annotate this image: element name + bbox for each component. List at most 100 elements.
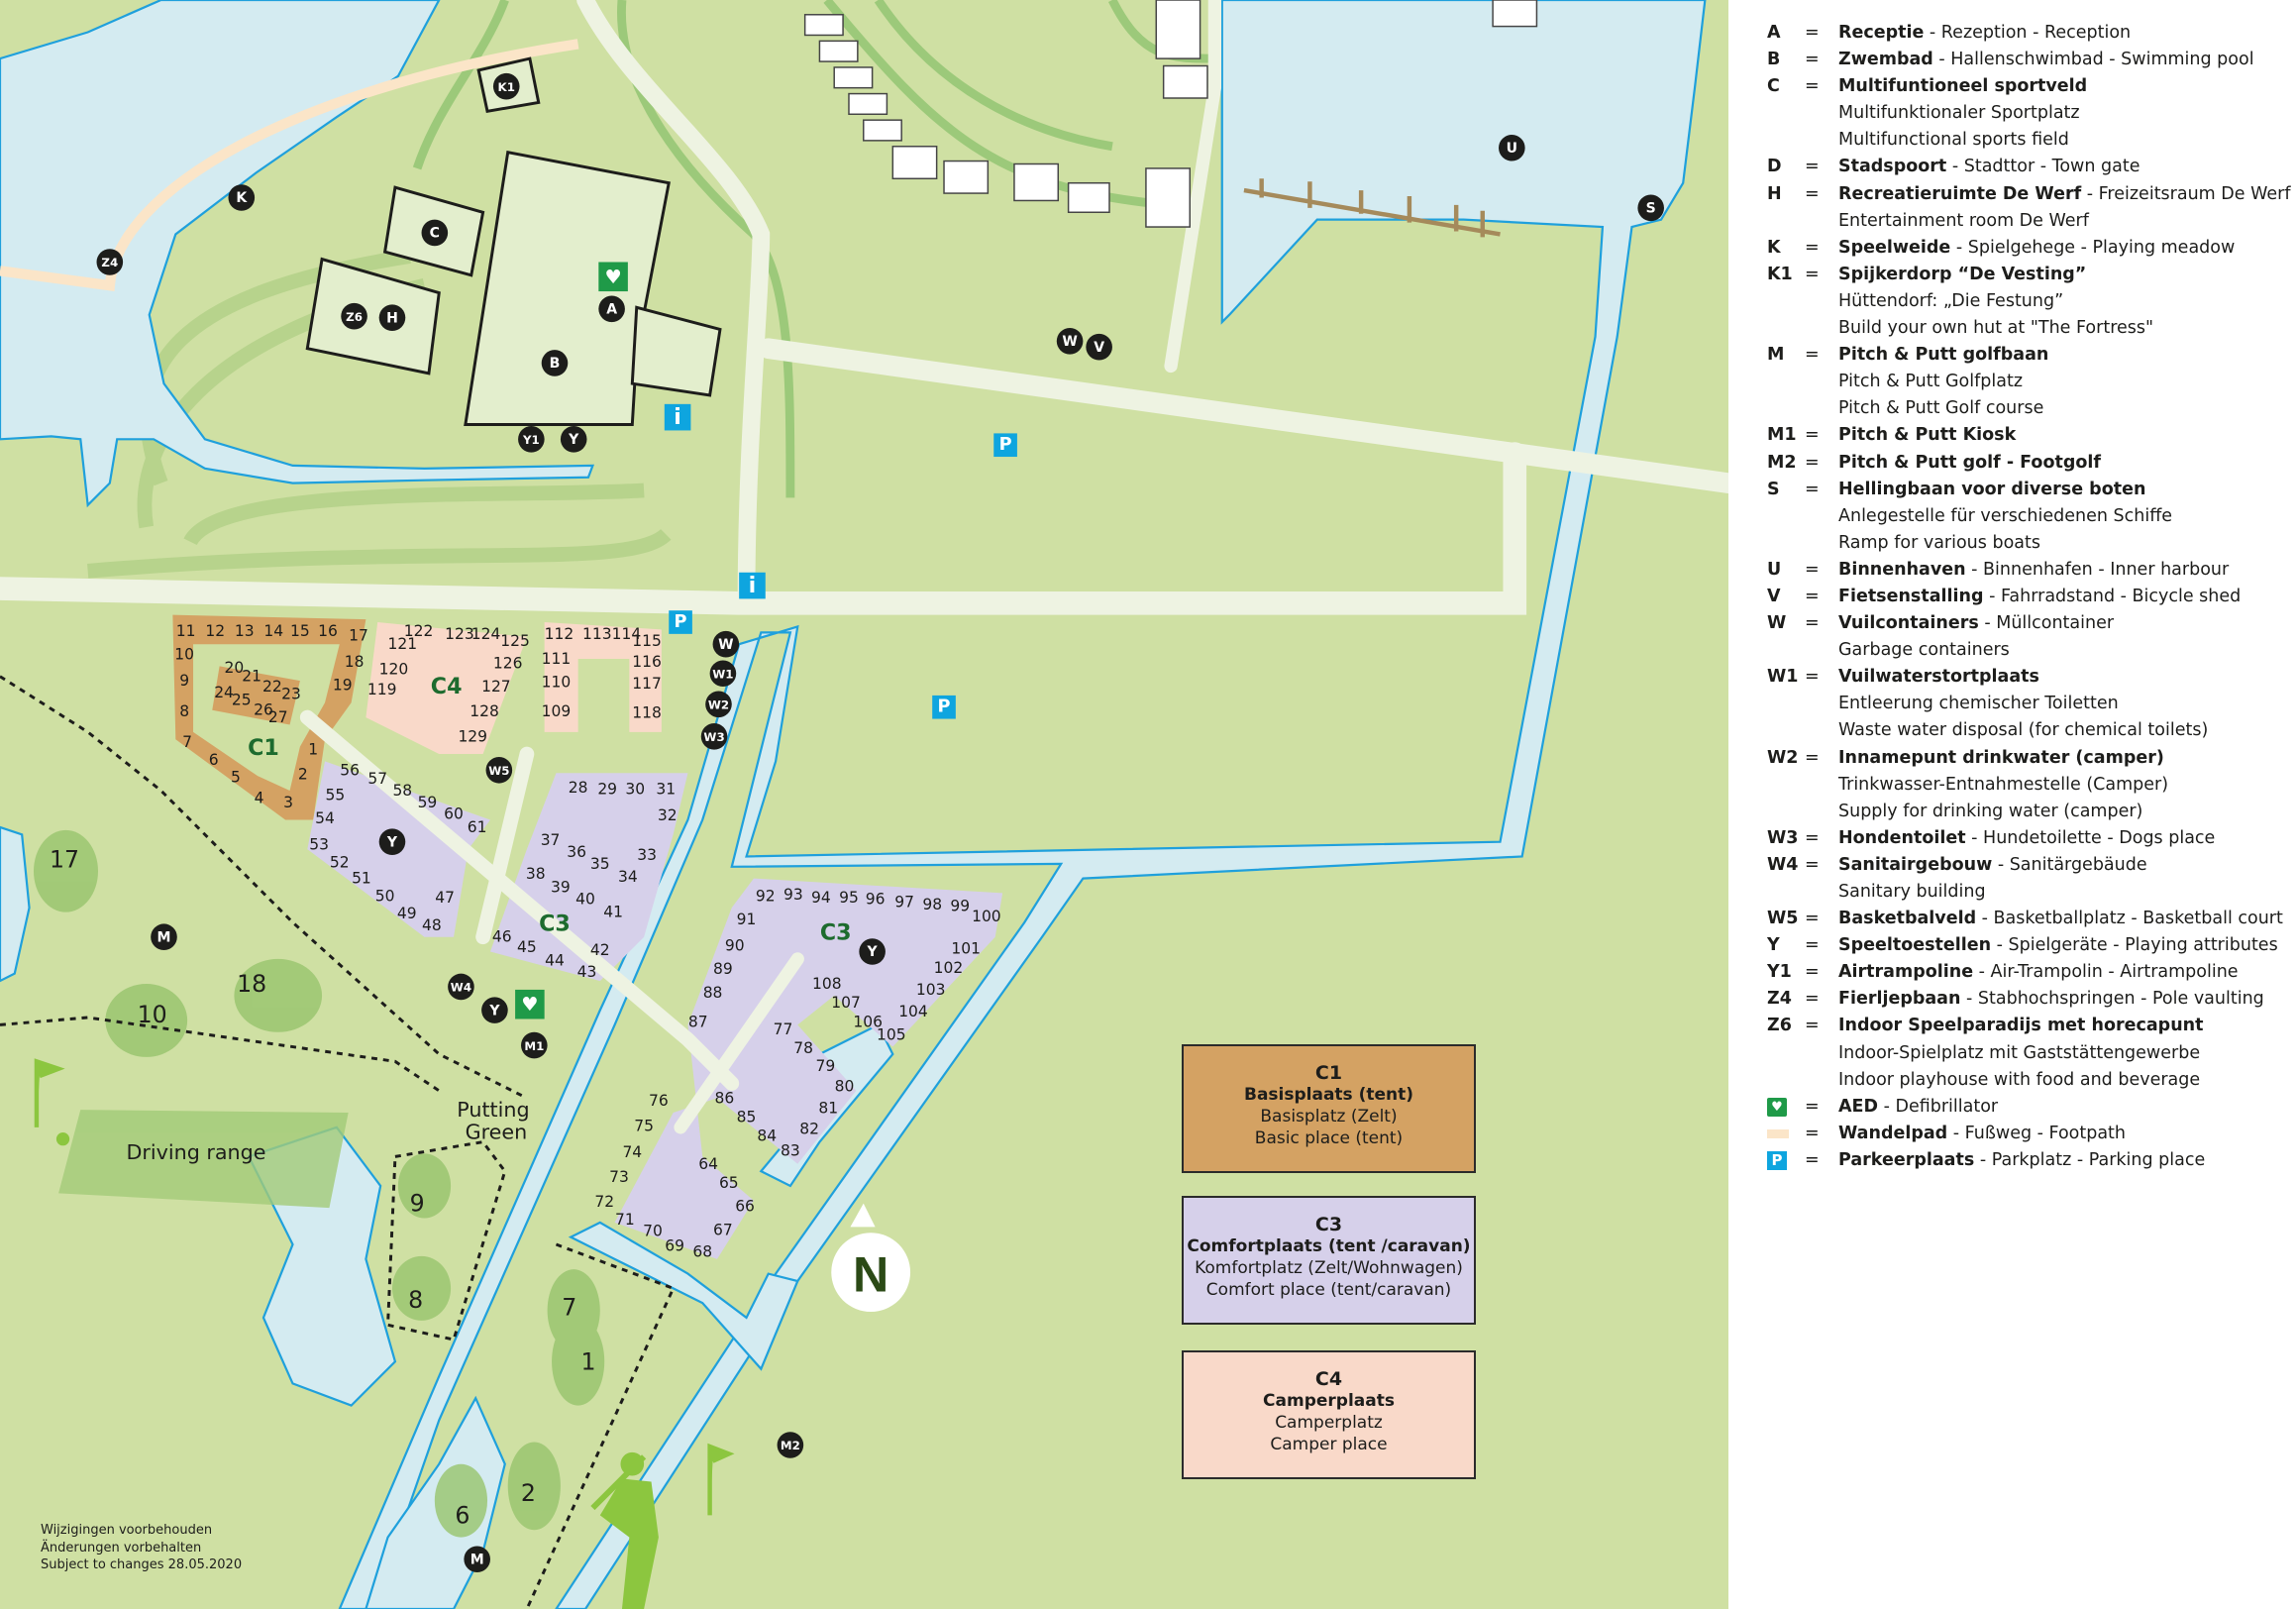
golf-hole-number: 17	[50, 845, 79, 873]
c3-east-area	[614, 878, 1003, 1259]
facility-marker[interactable]	[151, 923, 177, 951]
golf-hole-number: 2	[521, 1479, 536, 1507]
legend-equals: =	[1805, 586, 1820, 606]
legend-translation: Trinkwasser-Entnahmestelle (Camper)	[1838, 774, 2169, 795]
parking-icon[interactable]	[993, 433, 1017, 458]
legend-equals: =	[1805, 667, 1820, 688]
pitch-number: 19	[333, 677, 353, 695]
legend-term: Hondentoilet	[1838, 827, 1966, 848]
legend-translation: - Hundetoilette - Dogs place	[1965, 827, 2216, 848]
facility-marker[interactable]	[378, 828, 406, 855]
legend-row: Z6=Indoor Speelparadijs met horecapunt	[1767, 1013, 2282, 1039]
parking-icon[interactable]	[932, 695, 956, 719]
legend-translation: Garbage containers	[1838, 640, 2010, 661]
aed-icon[interactable]	[598, 262, 628, 292]
legend-row: Multifunctional sports field	[1767, 127, 2282, 154]
legend-text: Indoor Speelparadijs met horecapunt	[1838, 1013, 2203, 1039]
legend-text: Parkeerplaats - Parkplatz - Parking plac…	[1838, 1147, 2205, 1174]
legend-text: Wandelpad - Fußweg - Footpath	[1838, 1121, 2126, 1147]
facility-marker[interactable]	[521, 1031, 548, 1059]
pitch-number: 114	[612, 625, 642, 643]
legend-row: Y1=Airtrampoline - Air-Trampolin - Airtr…	[1767, 959, 2282, 986]
pitch-number: 105	[877, 1026, 906, 1044]
pitch-number: 71	[615, 1211, 635, 1229]
facility-marker[interactable]	[859, 938, 886, 965]
zone-en: Basic place (tent)	[1254, 1128, 1404, 1148]
legend-row: Anlegestelle für verschiedenen Schiffe	[1767, 503, 2282, 530]
parking-icon[interactable]	[669, 610, 692, 634]
legend-translation: - Defibrillator	[1878, 1096, 1999, 1117]
info-icon[interactable]	[739, 572, 766, 599]
info-icon[interactable]	[664, 403, 691, 431]
pitch-number: 8	[179, 702, 189, 720]
facility-marker[interactable]	[1637, 194, 1664, 222]
legend-text: Build your own hut at "The Fortress"	[1838, 315, 2153, 342]
legend-row: D=Stadspoort - Stadttor - Town gate	[1767, 154, 2282, 180]
facility-marker[interactable]	[96, 249, 124, 275]
pitch-number: 78	[793, 1039, 813, 1057]
facility-marker[interactable]	[777, 1432, 804, 1458]
facility-marker[interactable]	[448, 973, 474, 1001]
facility-marker[interactable]	[1499, 134, 1525, 161]
legend-translation: - Hallenschwimbad - Swimming pool	[1932, 50, 2254, 70]
legend-term: Zwembad	[1838, 50, 1933, 70]
pitch-number: 64	[698, 1155, 718, 1173]
pitch-number: 2	[298, 766, 308, 784]
pitch-number: 61	[468, 818, 487, 836]
facility-marker[interactable]	[1056, 328, 1084, 355]
facility-marker[interactable]	[485, 756, 513, 784]
facility-marker[interactable]	[492, 72, 520, 100]
pitch-areas	[172, 614, 1003, 1259]
facility-marker[interactable]	[705, 691, 732, 718]
pitch-number: 98	[922, 896, 942, 913]
pitch-number: 48	[422, 916, 442, 934]
parking-icon-label: P	[999, 435, 1012, 455]
pitch-number: 82	[799, 1120, 819, 1137]
legend-translation: - Parkplatz - Parking place	[1974, 1149, 2206, 1170]
facility-marker[interactable]	[598, 295, 625, 323]
legend-code: B	[1767, 50, 1781, 70]
pitch-number: 83	[781, 1141, 800, 1159]
facility-marker[interactable]	[541, 350, 569, 376]
pitch-number: 123	[445, 625, 474, 643]
facility-marker[interactable]	[700, 722, 728, 750]
pitch-number: 86	[715, 1089, 735, 1107]
facility-marker[interactable]	[378, 304, 406, 331]
pitch-number: 14	[263, 622, 283, 640]
legend-translation: - Basketballplatz - Basketball court	[1976, 909, 2283, 929]
legend-equals: =	[1805, 962, 1820, 983]
legend-translation: Indoor playhouse with food and beverage	[1838, 1069, 2201, 1090]
driving-range	[58, 1110, 349, 1209]
facility-marker[interactable]	[481, 997, 508, 1023]
pitch-number: 47	[435, 889, 455, 907]
legend-code: Z4	[1767, 989, 1792, 1010]
facility-marker[interactable]	[1086, 333, 1112, 361]
facility-marker[interactable]	[560, 426, 587, 453]
zone-label: C3	[820, 919, 852, 945]
aed-icon: ♥	[1767, 1097, 1787, 1117]
legend-row: B=Zwembad - Hallenschwimbad - Swimming p…	[1767, 47, 2282, 73]
facility-marker[interactable]	[341, 302, 367, 330]
parking-icon-label: P	[938, 697, 951, 717]
facility-marker[interactable]	[464, 1546, 490, 1573]
info-icon-label: i	[749, 573, 757, 598]
legend-text: Pitch & Putt Golf course	[1838, 395, 2043, 422]
facility-marker[interactable]	[709, 660, 737, 688]
legend-translation: - Spielgehege - Playing meadow	[1950, 237, 2236, 258]
legend-row: W=Vuilcontainers - Müllcontainer	[1767, 610, 2282, 637]
legend-equals: =	[1805, 1096, 1820, 1117]
pitch-number: 103	[916, 981, 946, 999]
legend-row: Indoor-Spielplatz mit Gaststättengewerbe	[1767, 1040, 2282, 1067]
facility-marker[interactable]	[518, 426, 545, 453]
legend-row: Waste water disposal (for chemical toile…	[1767, 717, 2282, 744]
pitch-number: 4	[255, 789, 264, 806]
facility-marker[interactable]	[228, 184, 256, 211]
facility-marker-label: W4	[451, 981, 471, 995]
aed-icon[interactable]	[515, 989, 545, 1019]
facility-marker[interactable]	[712, 630, 740, 658]
facility-marker[interactable]	[421, 219, 449, 247]
golf-greens	[33, 829, 605, 1538]
pitch-number: 122	[404, 622, 434, 640]
pitch-number: 11	[176, 622, 196, 640]
pitch-number: 93	[783, 886, 803, 904]
